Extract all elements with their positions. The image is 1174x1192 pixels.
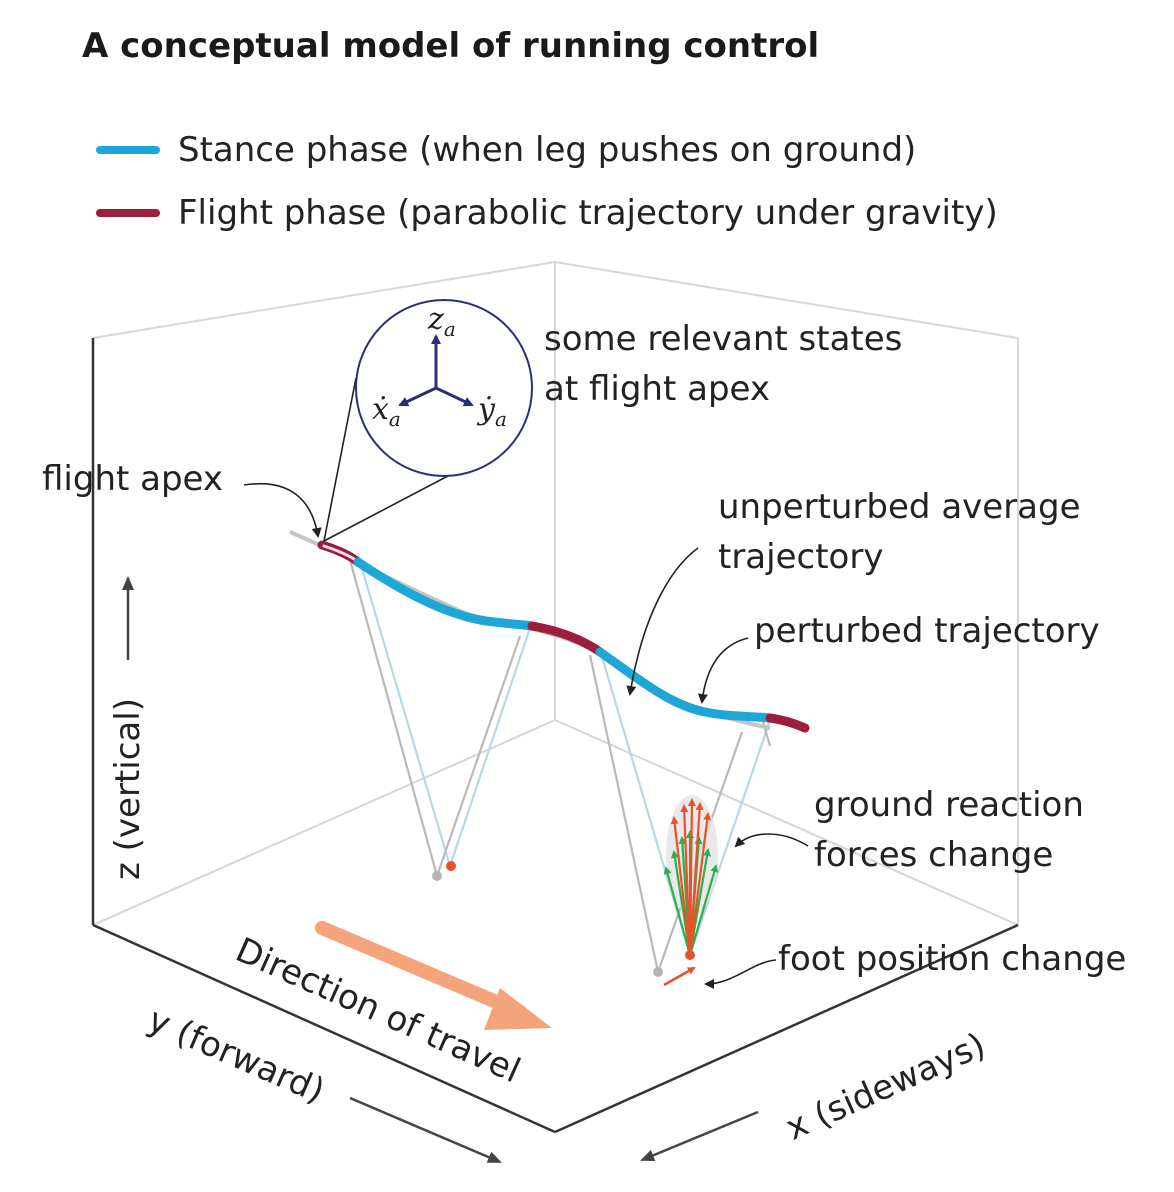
foot-points (432, 861, 696, 987)
perturbed-trajectory (317, 540, 810, 733)
callout-leaders (243, 482, 809, 989)
apex-caption-line2: at flight apex (544, 369, 770, 409)
box-front-edges (91, 338, 1019, 1134)
perturbed-label: perturbed trajectory (754, 611, 1100, 651)
stance-swatch (96, 146, 160, 154)
y-subscript: a (494, 407, 507, 431)
perturbed-forces (670, 798, 712, 956)
flight-swatch (96, 209, 160, 217)
x-dot-symbol: ẋ (372, 392, 389, 427)
apex-z-label: za (428, 302, 456, 341)
unperturbed-label-line2: trajectory (718, 537, 884, 577)
z-axis-label: z (vertical) (108, 698, 148, 880)
legend-item-stance: Stance phase (when leg pushes on ground) (96, 130, 916, 170)
x-axis-arrow (640, 1110, 759, 1162)
grf-label-line2: forces change (814, 835, 1054, 875)
page-title: A conceptual model of running control (82, 26, 820, 66)
legend-label-stance: Stance phase (when leg pushes on ground) (178, 130, 917, 170)
apex-zoom (323, 299, 533, 542)
apex-y-dot-label: ẏa (478, 392, 507, 431)
z-symbol: z (428, 302, 444, 337)
apex-x-dot-label: ẋa (372, 392, 401, 431)
direction-arrow (315, 921, 552, 1030)
unperturbed-label-line1: unperturbed average (718, 487, 1081, 527)
legend-label-flight: Flight phase (parabolic trajectory under… (178, 193, 998, 233)
y-dot-symbol: ẏ (478, 392, 495, 427)
y-axis-arrow (349, 1096, 502, 1164)
x-subscript: a (388, 407, 401, 431)
grf-label-line1: ground reaction (814, 785, 1084, 825)
legend-item-flight: Flight phase (parabolic trajectory under… (96, 193, 998, 233)
flight-apex-label: flight apex (42, 459, 223, 499)
leg-lines (348, 559, 772, 973)
foot-change-label: foot position change (778, 939, 1127, 979)
grf-region (663, 795, 719, 956)
apex-caption-line1: some relevant states (544, 319, 903, 359)
z-subscript: a (443, 317, 456, 341)
